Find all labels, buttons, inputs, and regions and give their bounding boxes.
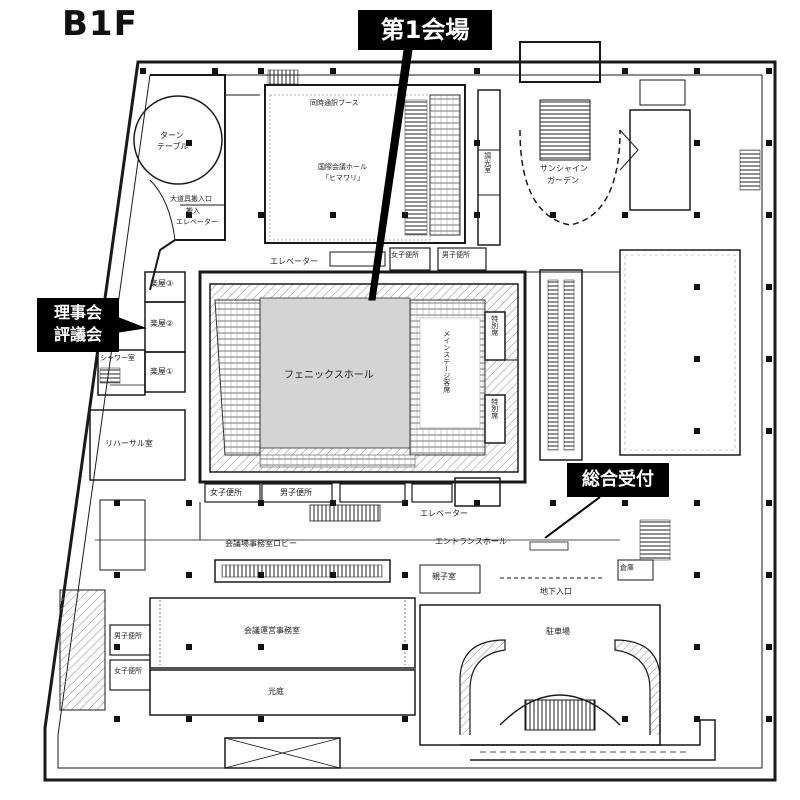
room-nursing: 親子室 — [432, 572, 456, 581]
room-underground-entrance: 地下入口 — [540, 587, 572, 596]
room-sunshine-line1: サンシャイン — [540, 164, 588, 173]
room-green-2: 楽屋② — [150, 319, 174, 328]
room-womens-lower: 女子便所 — [210, 488, 242, 497]
phoenix-hall — [198, 270, 527, 484]
room-special-seats-2: 特別席 — [490, 398, 499, 419]
room-exhibition: 会議運営事務室 — [244, 626, 300, 635]
callout-board-line1: 理事会 — [53, 303, 102, 322]
room-rehearsal: リハーサル室 — [105, 439, 153, 448]
room-mens-left: 男子便所 — [114, 632, 142, 640]
room-mens-lower: 男子便所 — [280, 488, 312, 497]
room-mens-upper: 男子便所 — [442, 251, 470, 259]
room-turntable-line2: テーブル — [157, 142, 189, 151]
green-rooms — [89, 271, 186, 481]
room-shower: シャワー室 — [100, 354, 135, 362]
room-womens-upper: 女子便所 — [391, 251, 419, 259]
room-green-1: 楽屋① — [150, 367, 174, 376]
parking-ramp — [419, 604, 716, 761]
callout-board-line2: 評議会 — [53, 325, 102, 344]
floor-title: B1F — [62, 4, 138, 44]
room-large-entrance: 大道具搬入口 — [170, 195, 212, 203]
callout-board-meeting: 理事会 評議会 — [37, 298, 119, 352]
room-secretariat-lobby: 会議場事務室ロビー — [225, 539, 297, 548]
room-entrance-hall: エントランスホール — [435, 537, 507, 546]
room-storage: 倉庫 — [620, 564, 634, 572]
room-turntable-line1: ターン — [160, 131, 184, 140]
room-skylight: 光庭 — [268, 687, 284, 696]
room-sunshine-line2: ガーデン — [547, 176, 579, 185]
escalators — [539, 249, 741, 461]
room-phoenix-hall: フェニックスホール — [284, 370, 374, 381]
callout-general-reception: 総合受付 — [567, 463, 669, 497]
room-himawari-line2: 「ヒマワリ」 — [322, 174, 364, 182]
callout-first-hall: 第1会場 — [358, 10, 492, 50]
himawari-hall — [264, 84, 501, 246]
room-freight-elevator-line1: 搬入 — [186, 207, 200, 215]
secretariat — [214, 541, 654, 594]
room-freight-elevator-line2: エレベーター — [176, 218, 218, 226]
room-stalls: メインステージ客席 — [442, 330, 451, 393]
room-special-seats-1: 特別席 — [490, 315, 499, 336]
room-himawari-line1: 国際会議ホール — [318, 163, 367, 171]
lower-rooms — [59, 499, 416, 769]
stair-symbols — [99, 69, 761, 561]
room-control: 調光室 — [483, 152, 492, 173]
room-interpretation-booth: 同時通訳ブース — [310, 99, 359, 107]
room-womens-left: 女子便所 — [114, 667, 142, 675]
room-elevator-upper: エレベーター — [270, 257, 318, 266]
sunshine-garden — [519, 41, 691, 226]
room-elevator-lower: エレベーター — [420, 509, 468, 518]
left-wing — [133, 74, 260, 291]
callout-pointers — [118, 49, 601, 539]
room-parking: 駐車場 — [546, 627, 570, 636]
lower-corridor — [95, 477, 620, 541]
room-green-3: 楽屋③ — [150, 279, 174, 288]
